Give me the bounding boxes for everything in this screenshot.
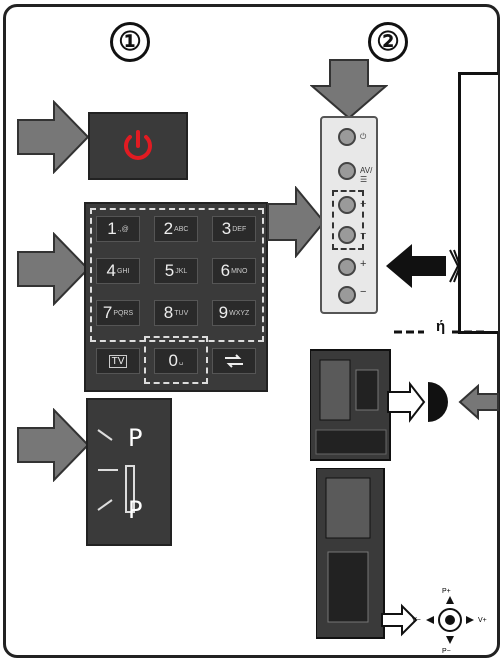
tv-key[interactable]: TV bbox=[96, 348, 140, 374]
joystick-left-label: V− bbox=[412, 617, 421, 624]
panel-power-button[interactable] bbox=[338, 128, 356, 146]
panel-program-down-label: − bbox=[360, 228, 367, 240]
panel-program-down-button[interactable] bbox=[338, 226, 356, 244]
swap-key[interactable] bbox=[212, 348, 256, 374]
or-divider bbox=[394, 330, 488, 334]
tv-side-edge bbox=[458, 72, 498, 334]
program-keys: P P bbox=[86, 398, 172, 546]
joystick-down-label: P− bbox=[442, 648, 451, 655]
power-key[interactable] bbox=[88, 112, 188, 180]
panel-av-label: AV/☰ bbox=[360, 166, 373, 184]
panel-volume-down-label: − bbox=[360, 286, 367, 298]
tv-joystick-detail bbox=[316, 468, 474, 644]
key-1[interactable]: 1.,@ bbox=[96, 216, 140, 242]
arrow-down-to-panel-icon bbox=[310, 59, 388, 120]
program-up-key[interactable]: P bbox=[128, 424, 143, 452]
zero-key-highlight bbox=[144, 336, 208, 384]
keypad-highlight bbox=[90, 208, 264, 342]
panel-volume-up-button[interactable] bbox=[338, 258, 356, 276]
program-buttons-group bbox=[332, 190, 364, 250]
panel-power-label: ⏻ bbox=[360, 132, 367, 141]
tv-control-panel: ⏻ AV/☰ + − + − bbox=[320, 116, 378, 314]
step-number-1: ① bbox=[110, 22, 150, 62]
joystick-right-label: V+ bbox=[478, 617, 487, 624]
arrow-to-program-keys-icon bbox=[17, 408, 90, 482]
program-rocker-outline bbox=[97, 429, 135, 513]
panel-program-up-label: + bbox=[360, 198, 367, 210]
panel-volume-up-label: + bbox=[360, 258, 367, 270]
program-down-key[interactable]: P bbox=[128, 496, 143, 524]
tv-rear-joystick-view bbox=[310, 349, 499, 461]
step-number-2: ② bbox=[368, 22, 408, 62]
joystick-up-label: P+ bbox=[442, 588, 451, 595]
panel-av-button[interactable] bbox=[338, 162, 356, 180]
panel-program-up-button[interactable] bbox=[338, 196, 356, 214]
arrow-to-panel-icon bbox=[267, 186, 326, 258]
arrow-left-to-panel-icon bbox=[386, 244, 462, 288]
key-0[interactable]: 0␣ bbox=[154, 348, 198, 374]
arrow-to-keypad-icon bbox=[17, 232, 90, 306]
arrow-to-power-icon bbox=[17, 100, 90, 174]
power-icon bbox=[124, 130, 152, 160]
or-label: ή bbox=[436, 318, 446, 335]
swap-icon bbox=[225, 354, 243, 368]
panel-volume-down-button[interactable] bbox=[338, 286, 356, 304]
